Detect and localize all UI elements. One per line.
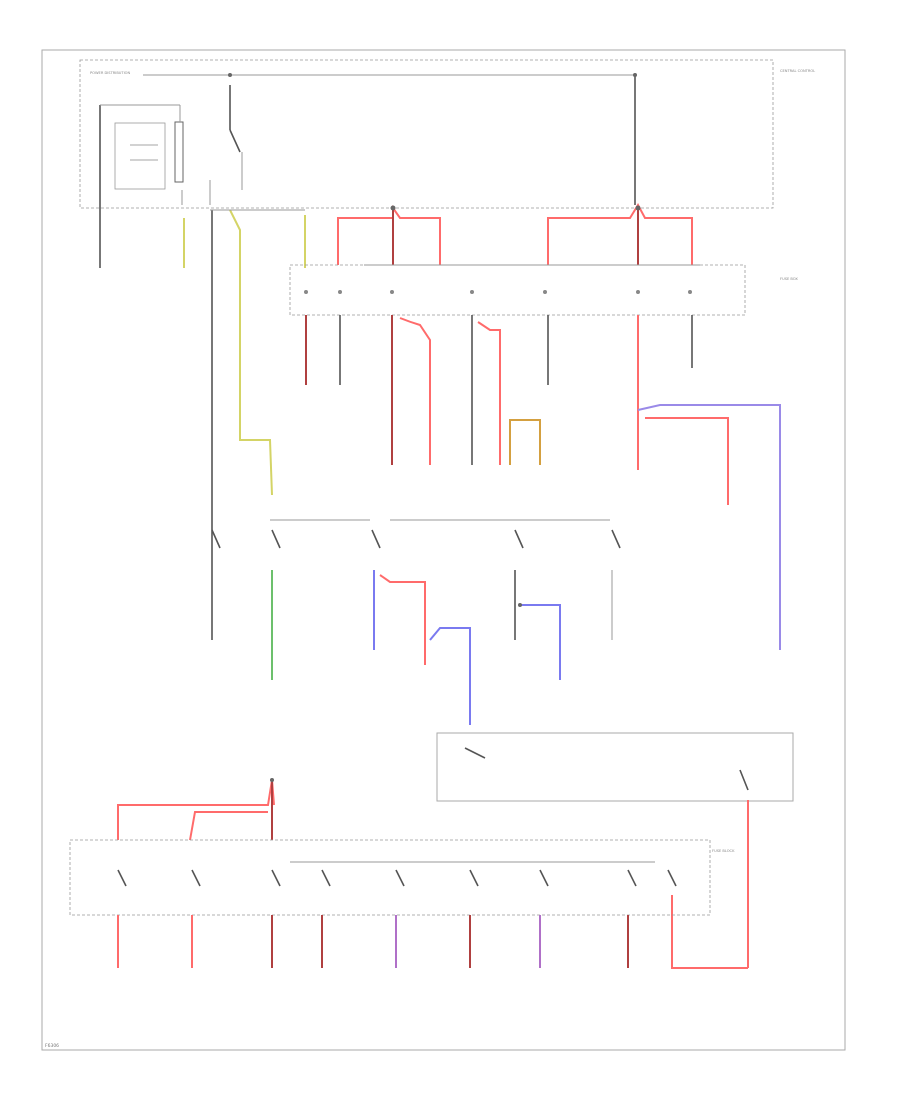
frame-id-label: F6306 <box>45 1043 59 1049</box>
switch-contact-icon <box>464 747 749 791</box>
ignition-box-label: POWER DISTRIBUTION <box>90 71 130 75</box>
fuse-icon <box>211 529 621 549</box>
fuse-block-lower <box>69 839 711 916</box>
fuse-icon <box>117 869 677 887</box>
control-box <box>436 732 794 802</box>
fuse-icon <box>304 290 692 294</box>
diagram-frame <box>41 49 846 1051</box>
splice-dot-icon <box>228 73 641 782</box>
ignition-box <box>79 59 774 209</box>
fuse-box-upper <box>289 264 746 316</box>
fuse-box-upper-label: FUSE BOX <box>780 277 798 281</box>
relay-coil-icon <box>114 121 184 190</box>
fuse-block-label: FUSE BLOCK <box>712 849 735 853</box>
central-label: CENTRAL CONTROL <box>780 69 815 73</box>
switch-contact-icon <box>229 85 243 190</box>
